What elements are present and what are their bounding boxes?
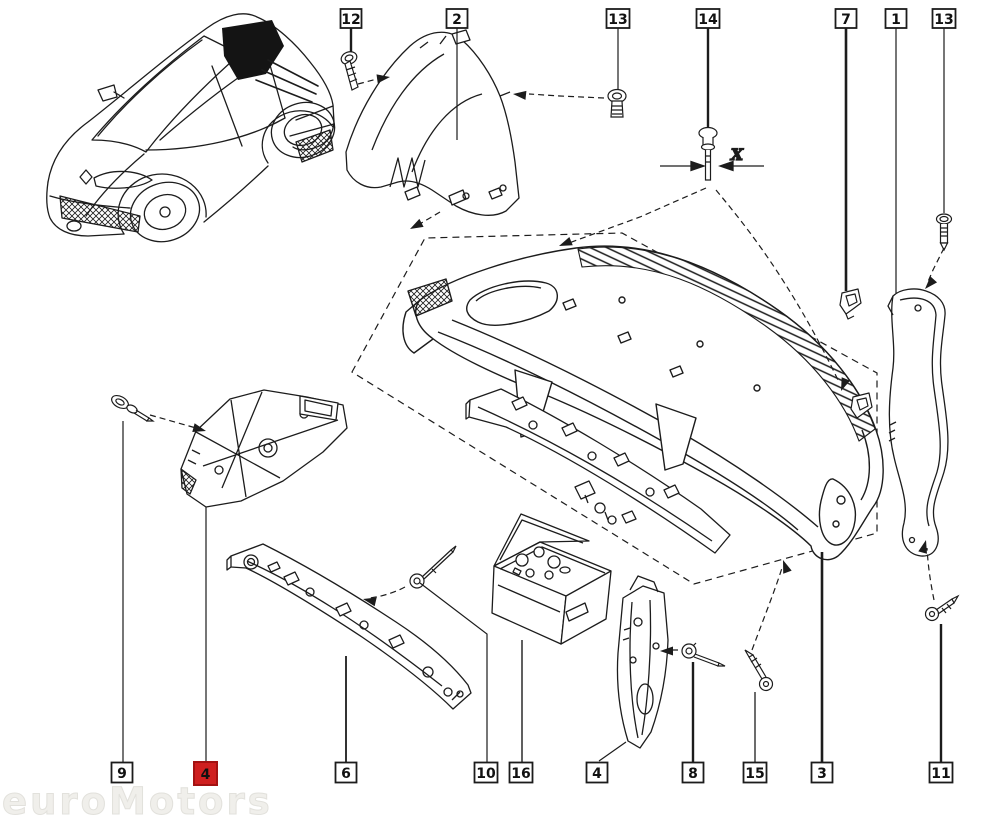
headlight	[93, 170, 153, 189]
svg-text:7: 7	[841, 12, 851, 28]
pin-length-dimension: X	[660, 144, 764, 172]
pin-part-14	[698, 126, 718, 181]
callout-bottom-16: 16	[508, 761, 534, 784]
callout-boxes-bottom: 9 4 6 10 16 4 8 15	[110, 761, 954, 786]
leader-line-4-right	[598, 741, 627, 762]
callout-bottom-4-highlighted: 4	[193, 761, 218, 786]
callout-bottom-11: 11	[928, 761, 954, 784]
callout-top-7: 7	[834, 8, 858, 29]
screw-part-15	[744, 649, 774, 692]
bumper-hatched-band	[577, 246, 876, 442]
svg-text:10: 10	[476, 766, 496, 782]
svg-text:12: 12	[341, 12, 360, 28]
bumper-recess	[466, 280, 558, 326]
watermark-text: euroMotors	[2, 780, 273, 820]
svg-text:2: 2	[452, 12, 462, 28]
svg-text:4: 4	[201, 767, 211, 783]
rear-corner-hatch	[295, 129, 334, 163]
highlighted-rear-quarter	[222, 20, 284, 80]
svg-text:6: 6	[341, 766, 351, 782]
svg-text:3: 3	[817, 766, 827, 782]
arrow-14-b	[841, 377, 851, 391]
arrow-10	[363, 597, 377, 607]
rear-shade-streaks	[255, 59, 319, 103]
fitting-kit-box-part	[491, 513, 612, 645]
screw-part-11	[924, 594, 960, 622]
vehicle-overview	[46, 13, 336, 243]
box-handle-slot	[565, 602, 589, 622]
bumper-end-hatch	[407, 278, 453, 317]
bumper-side-bracket-right-part	[616, 575, 669, 749]
bumper-clip-part	[839, 288, 873, 419]
callout-bottom-3: 3	[810, 761, 834, 784]
rear-bumper-cover-part	[402, 245, 884, 561]
svg-text:1: 1	[891, 12, 901, 28]
callout-bottom-8: 8	[681, 761, 705, 784]
svg-text:4: 4	[592, 766, 602, 782]
rear-bumper-lines	[289, 105, 335, 137]
svg-text:16: 16	[511, 766, 530, 782]
arrow-13-right	[925, 276, 938, 289]
callout-top-2: 2	[445, 8, 469, 29]
arrow-11	[918, 540, 927, 554]
callout-bottom-9: 9	[110, 761, 134, 784]
arrow-14-a	[559, 236, 573, 246]
b-pillar	[211, 65, 243, 147]
screw-part-12	[340, 51, 359, 91]
callout-top-13b: 13	[931, 8, 957, 29]
assembly-arrows	[192, 74, 938, 656]
callout-bottom-10: 10	[473, 761, 499, 784]
svg-text:9: 9	[117, 766, 127, 782]
callout-boxes-top: 12 2 13 14 7 1 13	[339, 8, 957, 29]
callout-bottom-6: 6	[334, 761, 358, 784]
bumper-support-foot	[655, 403, 697, 471]
brand-badge	[79, 169, 93, 185]
leader-lines	[122, 28, 945, 762]
leader-line-10	[419, 582, 488, 762]
beltline	[145, 117, 286, 151]
arrow-8	[660, 646, 673, 656]
callout-top-13: 13	[605, 8, 631, 29]
arrow-liner-install	[410, 218, 424, 229]
front-wheel	[129, 181, 201, 243]
dimension-x-label: X	[730, 145, 744, 164]
callout-top-1: 1	[884, 8, 908, 29]
arrow-13-left	[513, 90, 527, 100]
bumper-side-molding-part	[887, 288, 949, 557]
arrow-12	[376, 74, 390, 84]
screw-part-10	[409, 545, 457, 589]
callout-bottom-15: 15	[742, 761, 768, 784]
mirror	[97, 84, 125, 102]
svg-text:8: 8	[688, 766, 698, 782]
arrow-15	[783, 560, 792, 574]
windshield	[91, 35, 241, 153]
svg-text:14: 14	[698, 12, 718, 28]
push-rivet-part-9	[111, 394, 155, 422]
wheel-arch-liner-part	[345, 29, 520, 216]
grille-hatch	[59, 195, 141, 233]
callout-top-12: 12	[339, 8, 363, 29]
svg-text:11: 11	[931, 766, 950, 782]
bolt-part-13	[607, 88, 627, 118]
liner-hatch-marks	[389, 157, 426, 188]
assembly-direction-leaders	[149, 77, 945, 651]
lower-reinforcement-strip-part	[226, 543, 472, 710]
fog-light	[66, 220, 82, 232]
rivet-part-13	[935, 213, 953, 252]
callout-bottom-4: 4	[585, 761, 609, 784]
svg-text:13: 13	[608, 12, 627, 28]
bumper-lower-valance-part	[465, 388, 731, 554]
svg-text:15: 15	[745, 766, 764, 782]
svg-text:13: 13	[934, 12, 953, 28]
assembly-boundary-dashed-box	[351, 232, 878, 585]
callout-top-14: 14	[695, 8, 721, 29]
screw-part-8	[681, 642, 726, 667]
bumper-side-bracket-left-part	[180, 389, 348, 508]
arrow-9	[192, 423, 206, 432]
